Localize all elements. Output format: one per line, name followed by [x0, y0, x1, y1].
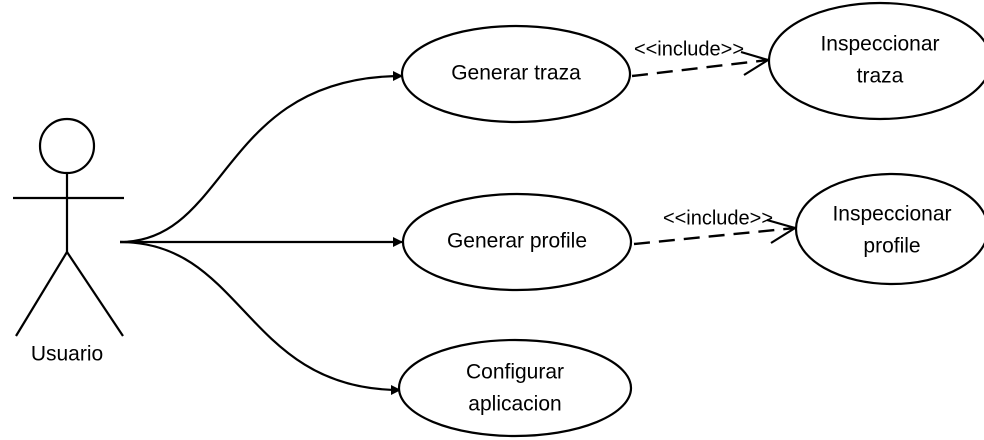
actor-head	[38, 117, 96, 175]
use-case-generar-profile[interactable]: Generar profile	[401, 192, 633, 292]
svg-text:Inspeccionar: Inspeccionar	[820, 33, 939, 56]
svg-text:Inspeccionar: Inspeccionar	[832, 203, 951, 226]
svg-text:aplicacion: aplicacion	[468, 393, 561, 416]
svg-text:traza: traza	[857, 65, 904, 88]
use-case-inspeccionar-profile[interactable]: Inspeccionar profile	[794, 172, 984, 286]
svg-text:Generar traza: Generar traza	[451, 62, 581, 85]
include-dashed-line-profile	[633, 226, 796, 246]
svg-text:profile: profile	[863, 235, 920, 258]
include-dashed-line-traza	[631, 58, 769, 78]
association-generar-traza	[119, 71, 403, 244]
actor-usuario[interactable]: Usuario	[13, 117, 124, 366]
use-case-inspeccionar-traza[interactable]: Inspeccionar traza	[767, 1, 984, 121]
actor-name: Usuario	[31, 343, 103, 366]
association-configurar-aplicacion	[119, 240, 401, 395]
use-case-generar-traza[interactable]: Generar traza	[400, 24, 632, 124]
include-label-traza: <<include>>	[634, 38, 744, 60]
actor-right-leg	[66, 251, 124, 337]
include-label-profile: <<include>>	[663, 207, 773, 229]
svg-text:Generar profile: Generar profile	[447, 230, 587, 253]
svg-text:Configurar: Configurar	[466, 361, 564, 384]
use-case-configurar-aplicacion[interactable]: Configurar aplicacion	[397, 338, 633, 438]
actor-left-leg	[15, 251, 68, 337]
